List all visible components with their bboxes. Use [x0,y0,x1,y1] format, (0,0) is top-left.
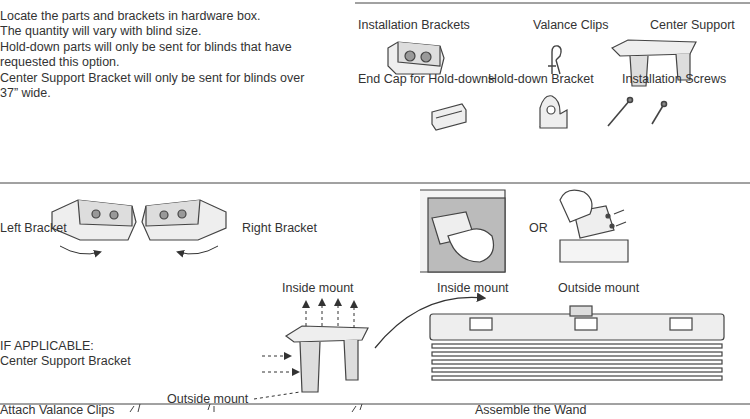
instruction-label: Left Bracket [0,221,67,236]
instruction-label: The quantity will vary with blind size. [0,24,201,39]
instruction-label: OR [529,221,548,236]
instruction-label: Center Support Bracket will only be sent… [0,71,318,101]
instruction-label: Center Support Bracket [0,354,131,369]
instruction-label: Locate the parts and brackets in hardwar… [0,9,261,24]
instruction-label: Right Bracket [242,221,317,236]
instruction-label: IF APPLICABLE: [0,339,94,354]
instruction-label: Hold-down parts will only be sent for bl… [0,40,338,70]
instruction-label: Hold-down Bracket [488,72,594,87]
instruction-label: End Cap for Hold-downs [358,72,494,87]
instruction-label: Outside mount [558,281,639,296]
instruction-label: Center Support [650,18,735,33]
instruction-label: Assemble the Wand [475,403,586,418]
instruction-label: Valance Clips [533,18,609,33]
instruction-label: Installation Screws [622,72,726,87]
instruction-label: Installation Brackets [358,18,470,33]
instruction-label: Outside mount [167,392,248,407]
instruction-label: Inside mount [437,281,509,296]
instruction-label: Attach Valance Clips [0,403,114,418]
instruction-label: Inside mount [282,281,354,296]
